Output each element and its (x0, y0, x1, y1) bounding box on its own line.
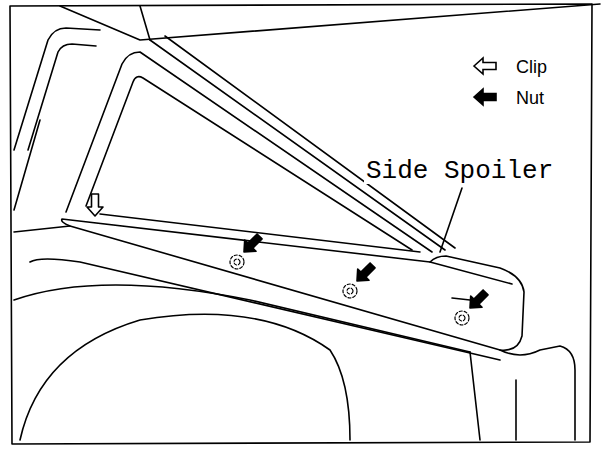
clip-arrow (87, 194, 103, 216)
legend-arrow (474, 89, 496, 105)
rear-end (470, 352, 480, 440)
door-window (14, 28, 100, 150)
wheel-arch (20, 314, 350, 440)
leader-line (440, 188, 462, 252)
nut-arrow (464, 287, 491, 314)
nut-arrow (238, 231, 265, 258)
roof-line (140, 6, 150, 40)
legend-arrow (474, 58, 496, 74)
door-window (28, 44, 96, 150)
c-pillar (165, 36, 455, 248)
roof-line (60, 4, 600, 40)
body-line (14, 226, 70, 232)
part-label: Side Spoiler (364, 158, 555, 184)
rear-end (500, 346, 575, 440)
spoiler-edge (100, 214, 420, 252)
nut-arrow (351, 260, 378, 287)
spoiler-edge (452, 298, 470, 300)
body-line (30, 259, 500, 360)
door-edge (14, 120, 40, 210)
legend-text: Clip (516, 58, 547, 76)
quarter-window-frame (66, 52, 432, 252)
body-line (14, 285, 470, 352)
legend-text: Nut (516, 89, 544, 107)
c-pillar (150, 40, 445, 250)
frame (10, 4, 592, 444)
rear-end (515, 380, 517, 440)
spoiler-edge (430, 262, 512, 284)
